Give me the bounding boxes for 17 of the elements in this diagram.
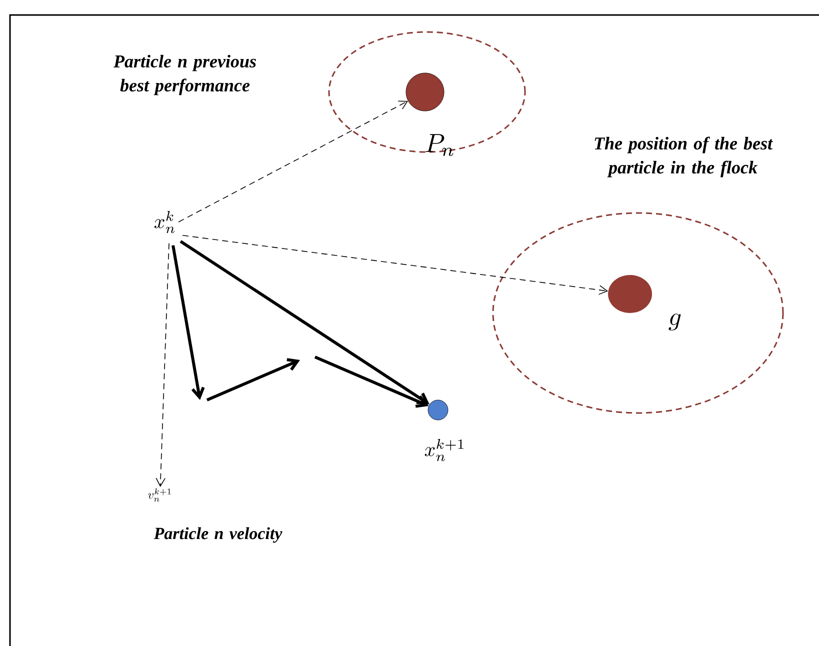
particle-dot	[608, 275, 652, 313]
particle-dot	[406, 72, 444, 112]
math-label: $v_{n}^{k+1}$	[148, 488, 171, 502]
heading-text: The position of the best particle in the flock	[594, 136, 773, 178]
arrow	[180, 240, 430, 404]
particle-dot	[428, 400, 448, 420]
math-label: $x_{n}^{k}$	[154, 211, 174, 234]
heading-text: Particle n velocity	[154, 527, 282, 543]
dashed-arrow	[178, 100, 408, 222]
heading-text: Particle n previous best performance	[114, 54, 256, 96]
dashed-arrow	[156, 242, 170, 487]
arrow	[172, 245, 205, 400]
math-label: $g$	[668, 314, 681, 330]
math-label: $P_n$	[426, 134, 454, 156]
math-label: $x_{n}^{k+1}$	[424, 439, 464, 462]
dashed-arrow	[182, 234, 608, 295]
arrow	[314, 356, 429, 408]
